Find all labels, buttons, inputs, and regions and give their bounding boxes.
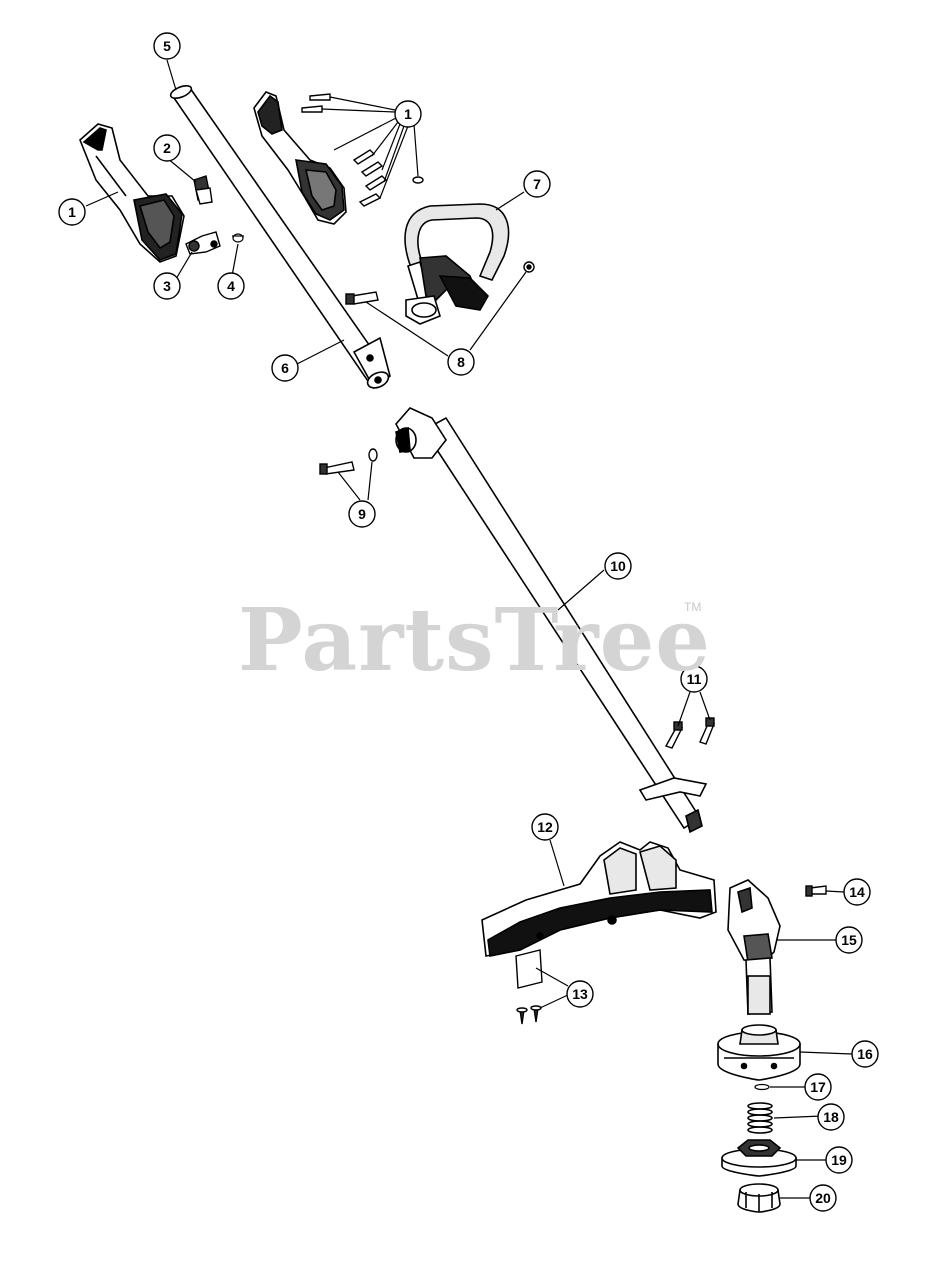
callout-8: 8 [447,348,475,376]
handle-housing-right [253,91,347,225]
spool [721,1139,797,1177]
svg-text:5: 5 [163,38,171,54]
svg-text:14: 14 [849,884,865,900]
spool-spring [747,1102,773,1134]
callout-16: 16 [851,1040,879,1068]
line-cutter-screws [515,949,543,1025]
lower-shaft-tube [395,407,708,834]
svg-text:15: 15 [841,932,857,948]
guard [481,841,717,957]
svg-text:8: 8 [457,354,465,370]
svg-text:18: 18 [823,1109,839,1125]
handle-housing-left [79,123,185,263]
trigger [185,231,221,255]
callout-1-screws: 1 [394,100,422,128]
handle-bolt-nut [345,261,535,305]
assist-handle [404,203,510,325]
callout-10: 10 [604,552,632,580]
svg-text:7: 7 [533,176,541,192]
callout-6: 6 [271,354,299,382]
svg-text:9: 9 [358,506,366,522]
callout-4: 4 [217,272,245,300]
housing-screws [301,93,424,207]
callout-20: 20 [809,1184,837,1212]
watermark-text: PartsTree [238,590,712,691]
svg-text:17: 17 [810,1079,826,1095]
spring-small [232,233,244,243]
callout-9: 9 [348,500,376,528]
svg-text:12: 12 [537,819,553,835]
svg-text:1: 1 [68,204,76,220]
leader-lines [85,59,853,1199]
gearbox [727,879,781,1015]
callout-7: 7 [523,170,551,198]
svg-text:6: 6 [281,360,289,376]
svg-text:11: 11 [687,671,702,687]
watermark: PartsTree TM [238,590,711,691]
washer [754,1083,770,1091]
callout-13: 13 [566,980,594,1008]
coupler-bolt-nut [319,448,378,475]
callout-15: 15 [835,926,863,954]
callout-1-handle: 1 [58,198,86,226]
svg-text:16: 16 [857,1046,873,1062]
callout-3: 3 [153,272,181,300]
svg-text:13: 13 [572,986,588,1002]
callout-11: 11 [680,665,708,693]
callout-17: 17 [804,1073,832,1101]
svg-text:1: 1 [404,106,412,122]
gearbox-screw [805,885,827,897]
callout-12: 12 [531,813,559,841]
svg-text:19: 19 [831,1152,847,1168]
upper-shaft-tube [169,84,391,390]
svg-text:4: 4 [227,278,235,294]
callout-5: 5 [153,32,181,60]
switch [193,175,213,205]
callout-2: 2 [153,134,181,162]
callout-18: 18 [817,1103,845,1131]
callouts: 1 1 2 3 4 5 6 7 [58,32,879,1212]
callout-14: 14 [843,878,871,906]
bump-knob [737,1183,781,1213]
svg-text:3: 3 [163,278,171,294]
svg-text:10: 10 [610,558,626,574]
callout-19: 19 [825,1146,853,1174]
spool-housing [717,1024,801,1081]
watermark-trademark: TM [684,600,702,614]
svg-text:2: 2 [163,140,171,156]
clamp-screws [664,717,716,749]
svg-text:20: 20 [815,1190,831,1206]
